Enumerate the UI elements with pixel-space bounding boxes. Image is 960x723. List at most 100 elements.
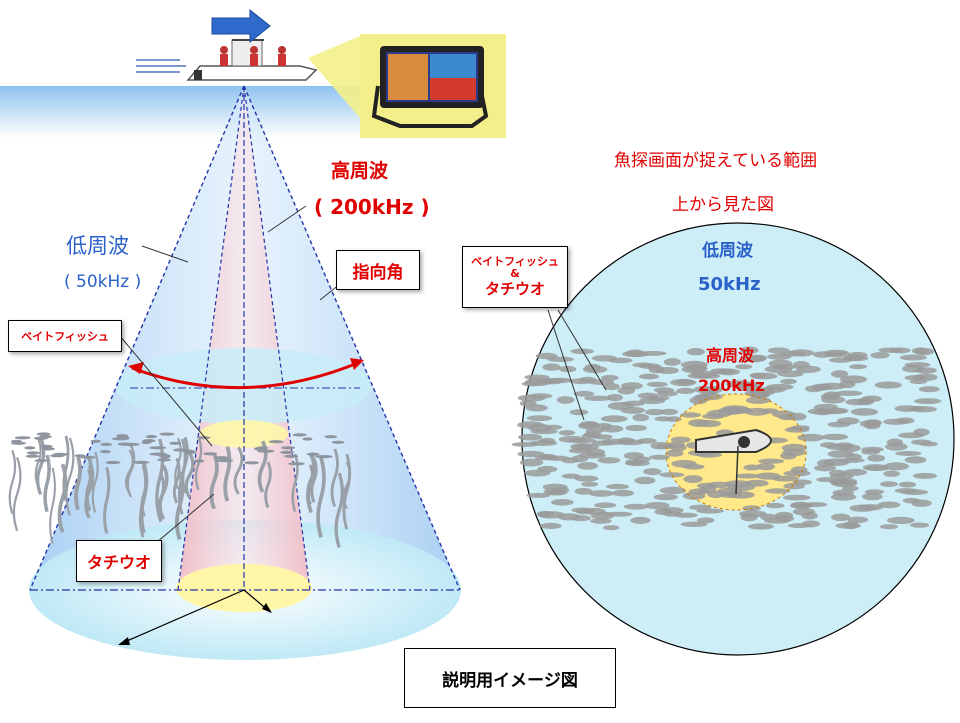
topdown-fish xyxy=(905,456,927,463)
baitfish-label: ベイトフィッシュ xyxy=(8,320,122,352)
topdown-fish xyxy=(643,468,661,475)
topdown-fish xyxy=(632,363,653,368)
topdown-high-frequency-title: 高周波 xyxy=(706,342,754,366)
topdown-fish xyxy=(875,382,902,389)
topdown-fish xyxy=(527,415,553,421)
topdown-fish xyxy=(542,363,560,370)
topdown-fish xyxy=(612,490,634,497)
topdown-fish xyxy=(898,432,924,438)
topdown-fish xyxy=(758,459,784,464)
topdown-fish xyxy=(867,455,885,462)
topdown-fish xyxy=(900,355,927,361)
topdown-fish xyxy=(571,508,595,513)
topdown-fish xyxy=(739,510,767,517)
topdown-fish xyxy=(861,447,884,452)
topdown-fish xyxy=(664,358,681,366)
topdown-fish xyxy=(630,517,650,524)
topdown-fish xyxy=(843,521,859,529)
topdown-fish xyxy=(769,360,793,368)
topdown-fish xyxy=(659,472,684,477)
topdown-fish xyxy=(745,480,769,487)
topdown-fish xyxy=(890,347,911,353)
topdown-fish xyxy=(690,397,708,405)
topdown-fish xyxy=(540,523,562,529)
baitfish-fish xyxy=(288,462,305,465)
baitfish-fish xyxy=(35,459,48,462)
topdown-fish xyxy=(768,347,790,353)
topdown-fish xyxy=(520,400,537,407)
topdown-fish xyxy=(788,523,811,528)
baitfish-fish xyxy=(160,433,175,436)
topdown-fish xyxy=(857,398,874,406)
topdown-fish xyxy=(512,442,539,447)
topdown-fish xyxy=(831,514,850,522)
topdown-fish xyxy=(680,412,701,417)
baitfish-fish xyxy=(303,437,313,440)
baitfish-fish xyxy=(257,450,274,453)
baitfish-fish xyxy=(157,458,171,461)
topdown-fish xyxy=(557,396,575,404)
topdown-fish xyxy=(574,391,594,397)
topdown-fish xyxy=(842,485,859,491)
boat-icon xyxy=(188,40,316,80)
baitfish-fish xyxy=(324,435,337,438)
topdown-fish xyxy=(791,466,808,474)
topdown-fish xyxy=(913,473,937,479)
topdown-fish xyxy=(603,525,619,530)
baitfish-fish xyxy=(284,455,298,458)
high-frequency-value: ( 200kHz ) xyxy=(314,195,430,219)
topdown-fish xyxy=(645,409,665,415)
topdown-fish xyxy=(823,458,849,466)
baitfish-fish xyxy=(315,455,332,458)
callout-tachiuo-text: タチウオ xyxy=(485,281,545,298)
topdown-fish xyxy=(814,404,838,411)
topdown-fish xyxy=(887,439,903,446)
topdown-fish xyxy=(654,494,678,500)
baitfish-fish xyxy=(307,453,320,456)
baitfish-fish xyxy=(256,446,268,449)
topdown-fish xyxy=(608,358,632,364)
topdown-fish xyxy=(670,379,696,386)
topdown-fish xyxy=(575,488,593,495)
baitfish-fish xyxy=(203,452,217,455)
topdown-fish xyxy=(710,368,735,374)
topdown-fish xyxy=(920,442,938,447)
topdown-fish xyxy=(590,518,611,524)
topdown-fish xyxy=(910,523,929,528)
topdown-fish xyxy=(797,434,824,442)
topdown-fish xyxy=(793,361,810,369)
topdown-fish xyxy=(909,406,926,411)
topdown-fish xyxy=(536,353,558,359)
topdown-fish xyxy=(601,415,628,422)
baitfish-fish xyxy=(15,436,31,439)
topdown-fish xyxy=(654,416,672,421)
baitfish-fish xyxy=(141,441,151,444)
topdown-fish xyxy=(621,382,643,389)
topdown-fish xyxy=(559,430,575,436)
topdown-fish xyxy=(746,397,771,404)
topdown-fish xyxy=(562,474,581,479)
baitfish-fish xyxy=(91,440,101,443)
topdown-fish xyxy=(687,348,705,355)
topdown-fish xyxy=(849,364,867,369)
baitfish-fish xyxy=(122,443,140,446)
right-title: 魚探画面が捉えている範囲 xyxy=(614,146,817,171)
topdown-fish xyxy=(697,517,715,523)
topdown-fish xyxy=(688,419,710,427)
topdown-fish xyxy=(782,444,807,452)
baitfish-fish xyxy=(75,454,86,457)
tachiuo-label: タチウオ xyxy=(76,540,162,582)
baitfish-fish xyxy=(34,437,45,440)
topdown-fish xyxy=(919,386,940,392)
topdown-fish xyxy=(528,424,552,432)
tachiuo-fish xyxy=(45,455,49,512)
baitfish-fish xyxy=(11,440,22,443)
topdown-fish xyxy=(914,398,941,404)
topdown-fish xyxy=(524,375,549,380)
baitfish-fish xyxy=(194,459,205,462)
baitfish-fish xyxy=(149,446,166,449)
high-frequency-footprint xyxy=(176,564,312,612)
topdown-fish xyxy=(676,388,695,394)
